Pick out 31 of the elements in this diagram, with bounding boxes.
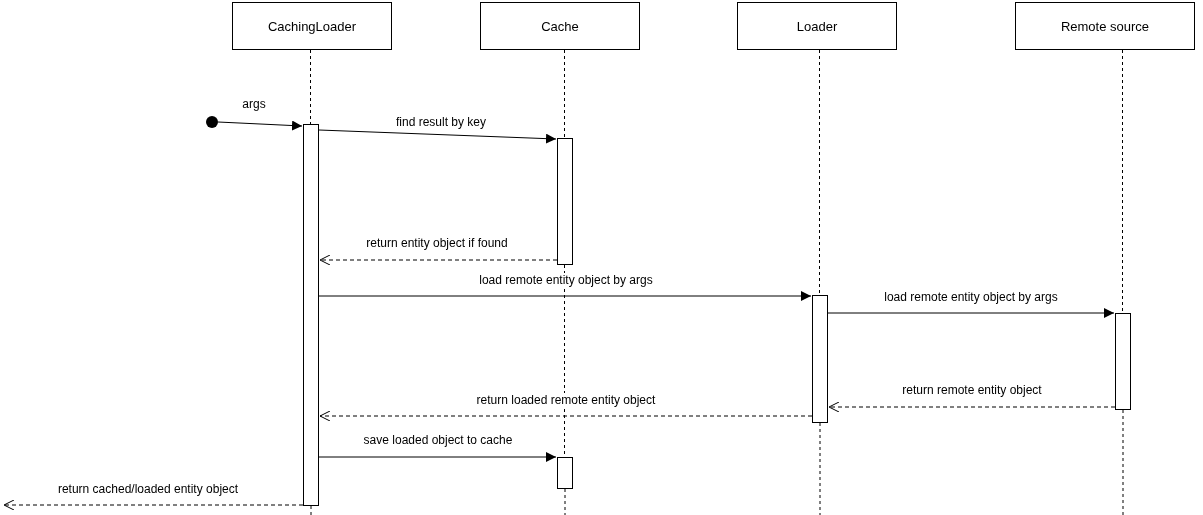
message-label: save loaded object to cache: [361, 433, 515, 447]
message-arrow: [827, 308, 1115, 318]
message-label: find result by key: [394, 115, 488, 129]
lifeline: [564, 49, 565, 139]
start-dot: [206, 116, 218, 128]
message-label: load remote entity object by args: [882, 290, 1060, 304]
return-message-arrow: [3, 499, 304, 511]
activation-bar: [1115, 313, 1131, 410]
return-message-arrow: [319, 254, 558, 266]
activation-bar: [557, 138, 573, 265]
return-message-arrow: [319, 410, 813, 422]
message-arrow: [318, 452, 557, 462]
lifeline-header: Loader: [737, 2, 897, 50]
message-label: return loaded remote entity object: [474, 393, 658, 407]
lifeline-header: Remote source: [1015, 2, 1195, 50]
message-label: return remote entity object: [900, 383, 1044, 397]
lifeline: [819, 49, 820, 296]
message-label: return entity object if found: [364, 236, 510, 250]
activation-bar: [303, 124, 319, 506]
lifeline-header: Cache: [480, 2, 640, 50]
lifeline: [310, 49, 311, 125]
activation-bar: [812, 295, 828, 423]
message-arrow: [318, 129, 557, 144]
activation-bar: [557, 457, 573, 489]
message-label: return cached/loaded entity object: [55, 482, 241, 496]
lifeline-header: CachingLoader: [232, 2, 392, 50]
message-arrow: [318, 291, 812, 301]
return-message-arrow: [828, 401, 1116, 413]
message-arrow: [217, 120, 303, 131]
message-label: load remote entity object by args: [477, 273, 655, 287]
lifeline: [1122, 49, 1123, 314]
